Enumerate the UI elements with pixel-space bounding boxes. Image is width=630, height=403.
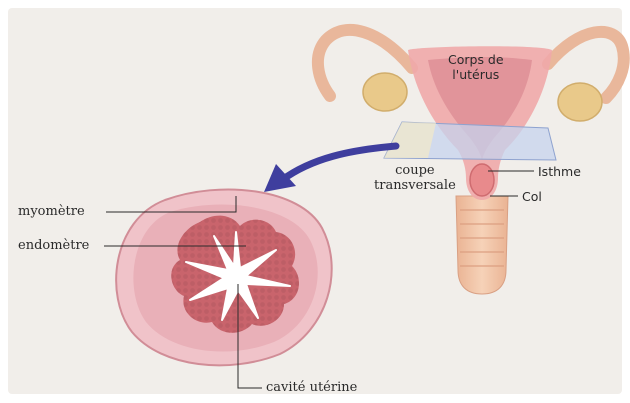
ovary-left	[363, 73, 407, 111]
cross-section	[116, 189, 332, 365]
label-cavite-uterine: cavité utérine	[266, 380, 357, 395]
label-corps-uterus: Corps de l'utérus	[448, 52, 504, 82]
label-myometre: myomètre	[18, 204, 85, 219]
label-col: Col	[522, 189, 542, 204]
label-endometre: endomètre	[18, 238, 89, 253]
cervix	[470, 164, 494, 196]
ovary-right	[558, 83, 602, 121]
label-coupe-transversale: coupe transversale	[374, 163, 456, 193]
label-isthme: Isthme	[538, 164, 581, 179]
